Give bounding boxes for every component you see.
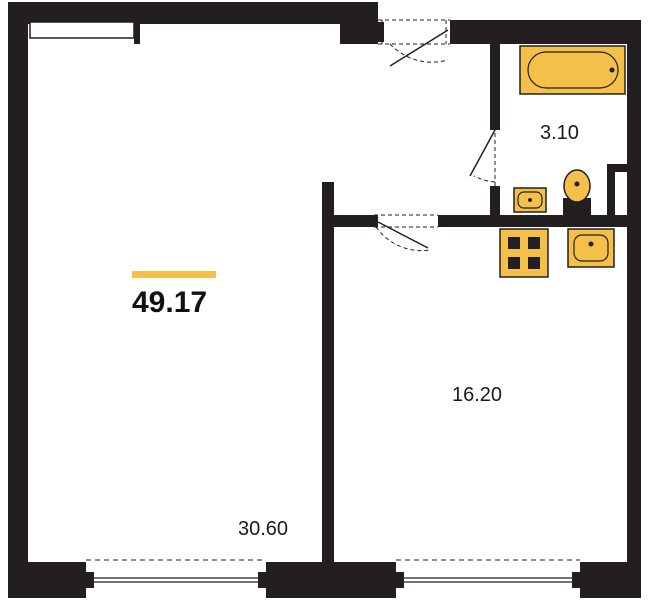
wall-bath-left-top [490, 44, 500, 126]
niche-left [607, 164, 615, 215]
room-area-main: 30.60 [238, 518, 289, 540]
wall-kitchen-top-right [438, 215, 627, 227]
window-bottom-left [86, 559, 266, 588]
total-area: 49.17 [132, 286, 208, 319]
bathtub-icon [519, 45, 626, 95]
wall-top-left [8, 2, 358, 24]
wall-bottom-1 [8, 562, 86, 598]
walls [8, 2, 641, 598]
wall-interior-vertical [322, 182, 334, 562]
wall-kitchen-top-left [334, 215, 374, 227]
bathroom-sink-icon [513, 187, 547, 213]
kitchen-sink-icon [567, 228, 615, 268]
window-top-left [29, 21, 140, 44]
bathroom-door [469, 122, 500, 186]
wall-bottom-2 [266, 562, 396, 598]
niche-top [607, 164, 629, 172]
room-area-second: 16.20 [452, 384, 503, 406]
stove-icon [499, 228, 549, 278]
wall-left [8, 2, 28, 598]
room-door [370, 214, 438, 252]
toilet-icon [563, 169, 591, 215]
wall-top-notch [340, 2, 378, 44]
wall-bath-left-bottom [490, 186, 500, 215]
window-bottom-right [396, 559, 580, 588]
room-area-bath: 3.10 [540, 122, 579, 144]
wall-right [627, 20, 641, 598]
total-area-accent-bar [132, 271, 216, 278]
wall-top-right [450, 20, 640, 44]
wall-bottom-3 [580, 562, 641, 598]
entry-door [378, 19, 450, 67]
